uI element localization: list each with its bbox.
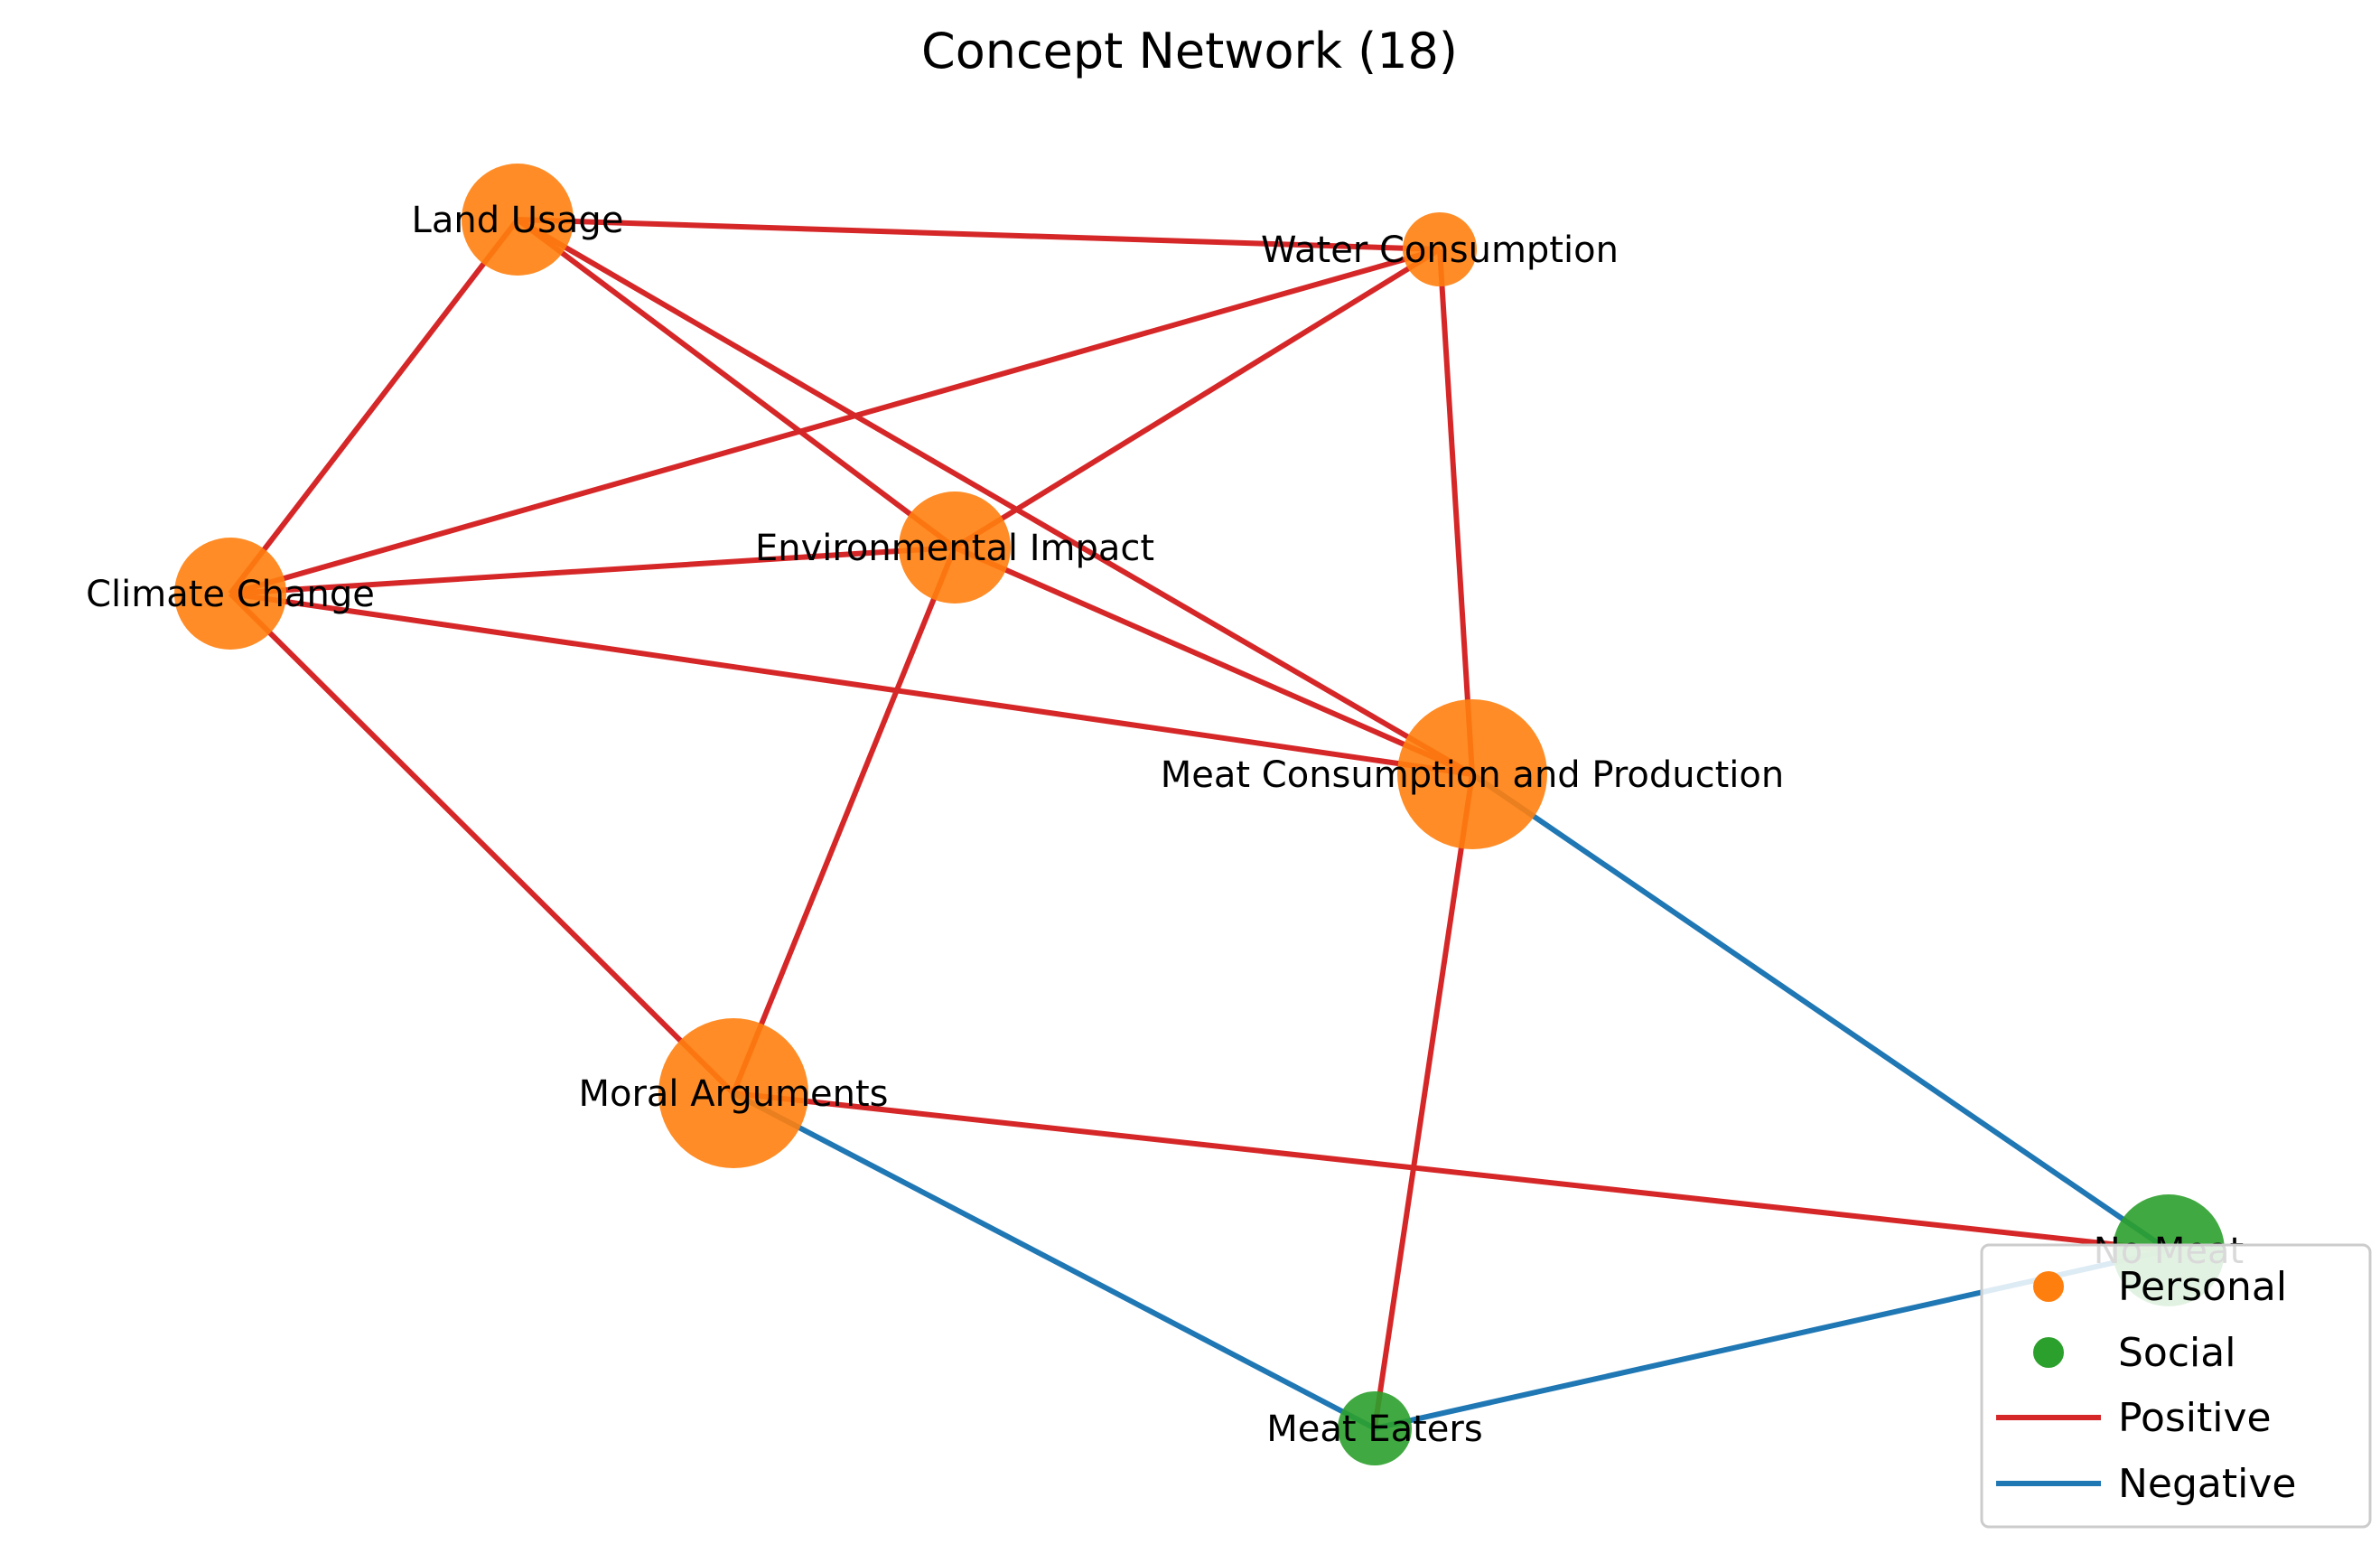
node-label-moral: Moral Arguments bbox=[578, 1073, 888, 1115]
legend-item-positive: Positive bbox=[1996, 1395, 2272, 1441]
nodes-layer bbox=[174, 164, 2225, 1465]
node-label-eaters: Meat Eaters bbox=[1266, 1409, 1482, 1450]
legend-item-social: Social bbox=[2033, 1330, 2235, 1376]
legend-negative-label: Negative bbox=[2118, 1461, 2296, 1507]
node-label-land: Land Usage bbox=[412, 200, 624, 241]
legend-item-personal: Personal bbox=[2033, 1264, 2287, 1310]
node-label-water: Water Consumption bbox=[1261, 229, 1619, 271]
edge-land-env bbox=[516, 217, 957, 550]
edge-water-meat bbox=[1437, 248, 1475, 775]
node-water bbox=[1403, 212, 1477, 286]
legend-social-label: Social bbox=[2118, 1330, 2235, 1376]
legend-positive-label: Positive bbox=[2118, 1395, 2272, 1441]
edge-land-meat bbox=[516, 217, 1474, 777]
edge-water-climate bbox=[229, 247, 1441, 596]
edge-climate-env bbox=[229, 545, 956, 596]
node-label-climate: Climate Change bbox=[86, 574, 375, 615]
edge-land-climate bbox=[228, 218, 520, 595]
legend: Personal Social Positive Negative bbox=[1980, 1243, 2372, 1529]
legend-frame bbox=[1980, 1243, 2372, 1529]
chart-title: Concept Network (18) bbox=[921, 23, 1458, 80]
edge-climate-moral bbox=[228, 591, 736, 1096]
node-env bbox=[899, 491, 1011, 604]
edge-env-meat bbox=[953, 545, 1474, 777]
edge-climate-meat bbox=[229, 591, 1473, 777]
node-label-env: Environmental Impact bbox=[755, 528, 1154, 569]
node-meat bbox=[1397, 699, 1547, 849]
edge-water-env bbox=[953, 247, 1442, 550]
legend-social-marker bbox=[2033, 1337, 2064, 1368]
legend-personal-marker bbox=[2033, 1271, 2064, 1302]
legend-personal-label: Personal bbox=[2118, 1264, 2287, 1310]
node-land bbox=[462, 164, 574, 276]
node-eaters bbox=[1338, 1391, 1412, 1465]
edge-env-moral bbox=[731, 546, 957, 1095]
edge-meat-nomeat bbox=[1470, 772, 2170, 1253]
node-moral bbox=[658, 1018, 808, 1168]
edge-meat-eaters bbox=[1372, 773, 1475, 1429]
edges-layer bbox=[228, 217, 2170, 1431]
node-climate bbox=[174, 538, 286, 650]
node-label-meat: Meat Consumption and Production bbox=[1161, 754, 1784, 796]
edge-land-water bbox=[517, 217, 1441, 252]
edge-moral-nomeat bbox=[733, 1090, 2170, 1253]
edge-moral-eaters bbox=[732, 1090, 1377, 1431]
legend-item-negative: Negative bbox=[1996, 1461, 2296, 1507]
